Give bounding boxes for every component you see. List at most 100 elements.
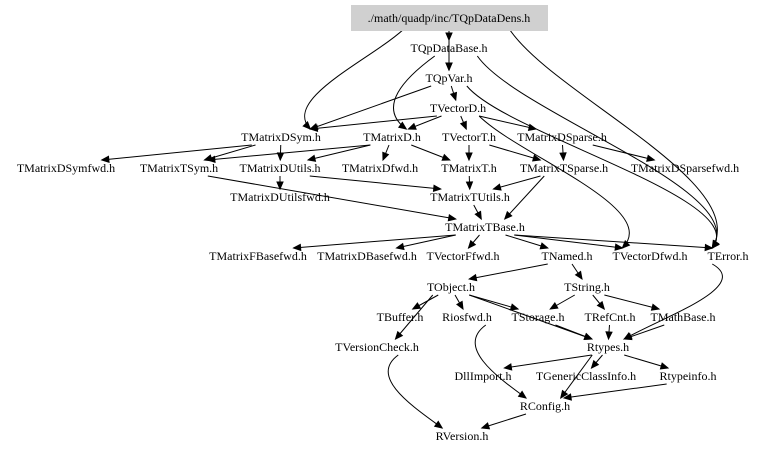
graph-node-mdfwd[interactable]: TMatrixDfwd.h — [342, 161, 418, 175]
arrowhead-icon — [394, 330, 404, 340]
edge-rtypes-to-dllimport — [504, 354, 592, 369]
edge-qpvar-to-terror — [466, 85, 717, 249]
graph-node-tgci[interactable]: TGenericClassInfo.h — [536, 369, 636, 383]
arrowhead-icon — [292, 243, 302, 252]
graph-node-mt[interactable]: TMatrixT.h — [441, 161, 496, 175]
graph-node-tbuffer[interactable]: TBuffer.h — [377, 310, 424, 324]
arrowhead-icon — [596, 300, 606, 310]
root-node-box — [351, 5, 548, 31]
graph-node-vffwd[interactable]: TVectorFfwd.h — [427, 249, 500, 263]
arrowhead-icon — [583, 332, 593, 340]
graph-node-mdutilsfwd[interactable]: TMatrixDUtilsfwd.h — [230, 190, 330, 204]
arrowhead-icon — [605, 331, 613, 341]
graph-node-rconfig[interactable]: RConfig.h — [520, 399, 570, 413]
arrowhead-icon — [407, 122, 417, 130]
arrowhead-icon — [206, 155, 216, 164]
graph-node-tobject[interactable]: TObject.h — [427, 280, 475, 294]
graph-node-mtsp[interactable]: TMatrixTSparse.h — [520, 161, 608, 175]
graph-node-riosfwd[interactable]: Riosfwd.h — [442, 310, 492, 324]
arrowhead-icon — [527, 123, 538, 131]
arrowhead-icon — [646, 154, 656, 162]
arrowhead-icon — [397, 121, 408, 130]
edge-mtbase-to-vdfwd — [514, 234, 623, 249]
graph-node-tmathbase[interactable]: TMathBase.h — [651, 310, 716, 324]
graph-node-mtutils[interactable]: TMatrixTUtils.h — [430, 190, 510, 204]
graph-node-trefcnt[interactable]: TRefCnt.h — [585, 310, 636, 324]
arrowhead-icon — [302, 121, 312, 130]
graph-node-tvercheck[interactable]: TVersionCheck.h — [335, 340, 419, 354]
arrowhead-icon — [562, 393, 572, 401]
edge-vecd-to-mdsp — [479, 115, 537, 130]
arrowhead-icon — [509, 303, 520, 311]
arrowhead-icon — [623, 332, 633, 340]
graph-node-mtbase[interactable]: TMatrixTBase.h — [445, 220, 525, 234]
arrowhead-icon — [614, 243, 624, 251]
edge-vecd-to-mdsym — [310, 115, 437, 130]
arrowhead-icon — [590, 359, 600, 369]
arrowhead-icon — [574, 270, 583, 281]
arrowhead-icon — [306, 154, 317, 162]
graph-node-root[interactable]: ./math/quadp/inc/TQpDataDens.h — [368, 11, 531, 25]
graph-node-named[interactable]: TNamed.h — [542, 249, 593, 263]
edge-mtbase-to-mfbfwd — [293, 234, 456, 249]
arrowhead-icon — [539, 242, 549, 250]
arrowhead-icon — [459, 120, 467, 131]
arrowhead-icon — [549, 302, 559, 310]
edge-tobject-to-rtypes — [469, 294, 592, 340]
graph-node-vecd[interactable]: TVectorD.h — [430, 101, 486, 115]
arrowhead-icon — [711, 239, 720, 249]
edge-root-to-terror — [506, 25, 718, 249]
arrowhead-icon — [474, 210, 482, 221]
graph-node-qpvar[interactable]: TQpVar.h — [426, 71, 473, 85]
edge-rtypeinfo-to-rconfig — [563, 383, 667, 399]
graph-node-rtypeinfo[interactable]: Rtypeinfo.h — [660, 369, 717, 383]
arrowhead-icon — [465, 181, 474, 191]
edge-named-to-tobject — [469, 263, 548, 280]
arrowhead-icon — [503, 363, 513, 371]
edge-md-to-mdutils — [307, 144, 371, 161]
graph-node-vect[interactable]: TVectorT.h — [442, 130, 496, 144]
graph-node-rtypes[interactable]: Rtypes.h — [587, 340, 629, 354]
graph-node-vdfwd[interactable]: TVectorDfwd.h — [613, 249, 688, 263]
edge-rconfig-to-rversion — [481, 413, 527, 429]
edge-mtsp-to-mtbase — [504, 175, 545, 220]
arrowhead-icon — [467, 273, 478, 282]
graph-node-mdsp[interactable]: TMatrixDSparse.h — [517, 130, 607, 144]
arrowhead-icon — [559, 389, 569, 400]
graph-node-dllimport[interactable]: DllImport.h — [455, 369, 512, 383]
graph-node-rversion[interactable]: RVersion.h — [436, 429, 489, 443]
edge-riosfwd-to-rconfig — [474, 324, 527, 399]
edge-mdsym-to-mdsymfwd — [101, 144, 252, 161]
graph-node-mdutils[interactable]: TMatrixDUtils.h — [240, 161, 321, 175]
arrowhead-icon — [395, 242, 405, 251]
arrowhead-icon — [276, 181, 284, 191]
edge-tobject-to-tstorage — [469, 294, 519, 310]
graph-node-terror[interactable]: TError.h — [708, 249, 749, 263]
graph-node-mdbfwd[interactable]: TMatrixDBasefwd.h — [317, 249, 417, 263]
graph-node-tstring[interactable]: TString.h — [564, 280, 610, 294]
edge-qpvar-to-mdsym — [310, 85, 432, 130]
arrowhead-icon — [309, 124, 319, 132]
graph-node-tstorage[interactable]: TStorage.h — [512, 310, 565, 324]
edge-tvercheck-to-rversion — [387, 354, 443, 429]
edge-mtbase-to-mdbfwd — [396, 234, 456, 249]
arrowhead-icon — [433, 420, 444, 429]
arrowhead-icon — [621, 240, 631, 249]
arrowhead-icon — [449, 91, 458, 102]
edge-vecd-to-vdfwd — [478, 115, 630, 249]
edge-tstring-to-tmathbase — [604, 294, 660, 310]
graph-node-mdsym[interactable]: TMatrixDSym.h — [241, 130, 321, 144]
graph-node-mdsymfwd[interactable]: TMatrixDSymfwd.h — [17, 161, 115, 175]
arrowhead-icon — [650, 303, 661, 311]
edge-md-to-mtsym — [207, 144, 371, 161]
graph-node-mdspfwd[interactable]: TMatrixDSparsefwd.h — [631, 161, 739, 175]
graph-node-mfbfwd[interactable]: TMatrixFBasefwd.h — [209, 249, 307, 263]
graph-node-qpdb[interactable]: TQpDataBase.h — [411, 41, 488, 55]
arrowhead-icon — [456, 300, 464, 311]
arrowhead-icon — [704, 243, 714, 252]
graph-node-mtsym[interactable]: TMatrixTSym.h — [140, 161, 218, 175]
edges-layer — [100, 25, 723, 430]
arrowhead-icon — [432, 184, 442, 192]
graph-node-md[interactable]: TMatrixD.h — [363, 130, 421, 144]
edge-mdsp-to-mdspfwd — [592, 144, 655, 161]
